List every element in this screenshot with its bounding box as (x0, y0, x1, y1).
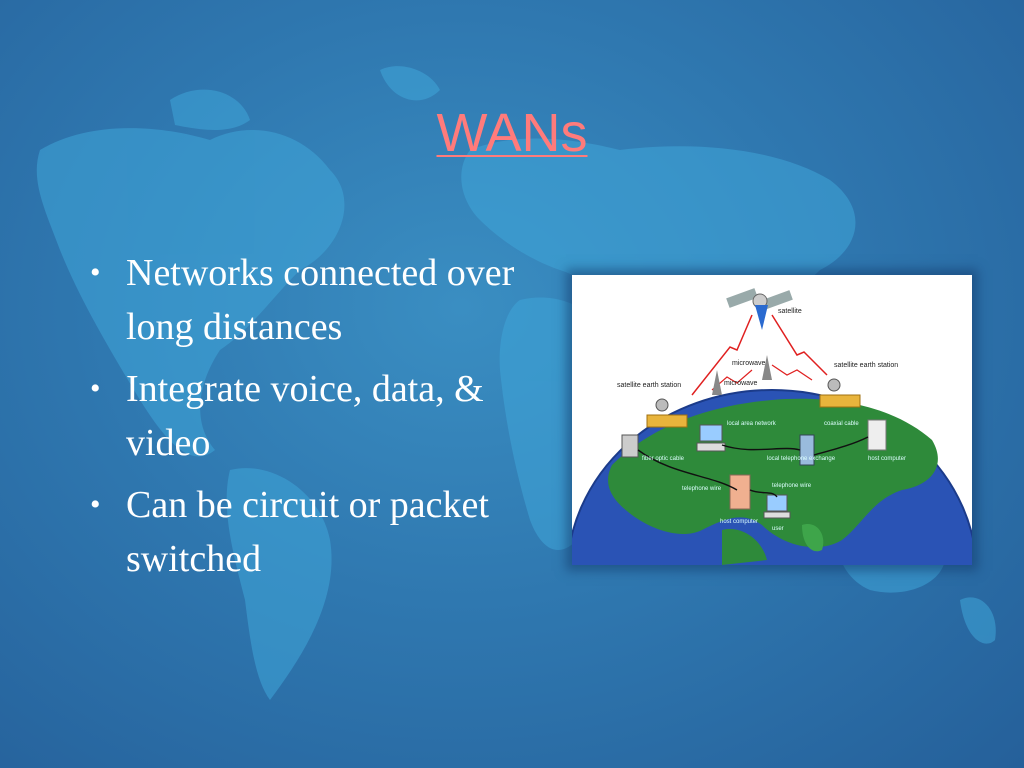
svg-text:host computer: host computer (868, 456, 906, 462)
slide-title: WANs (436, 103, 588, 163)
bullet-dot-icon: • (90, 256, 101, 289)
bullet-list: •Networks connected over long distances … (88, 246, 528, 594)
svg-text:local telephone exchange: local telephone exchange (767, 456, 836, 462)
svg-text:satellite earth station: satellite earth station (834, 362, 898, 369)
svg-text:coaxial cable: coaxial cable (824, 421, 859, 427)
bullet-dot-icon: • (90, 372, 101, 405)
bullet-dot-icon: • (90, 488, 101, 521)
microwave-tower-icon (712, 355, 772, 395)
svg-text:user: user (772, 526, 784, 532)
computer-icon (621, 419, 887, 519)
svg-text:telephone wire: telephone wire (772, 483, 812, 489)
svg-text:telephone wire: telephone wire (682, 486, 722, 492)
svg-text:host computer: host computer (720, 519, 758, 525)
svg-text:satellite earth station: satellite earth station (617, 382, 681, 389)
satellite-dish-icon (646, 378, 861, 428)
svg-text:fiber optic cable: fiber optic cable (642, 456, 685, 462)
svg-text:local area network: local area network (727, 421, 777, 427)
svg-text:microwave: microwave (732, 360, 766, 367)
land-mass (608, 398, 938, 548)
wan-diagram-svg: satellite microwave microwave satellite … (572, 288, 972, 565)
bullet-item: •Networks connected over long distances (88, 246, 528, 354)
bullet-item: •Integrate voice, data, & video (88, 362, 528, 470)
satellite-icon (726, 288, 793, 330)
bullet-item: •Can be circuit or packet switched (88, 478, 528, 586)
svg-text:satellite: satellite (778, 308, 802, 315)
wan-diagram-image: satellite microwave microwave satellite … (572, 275, 972, 565)
svg-text:microwave: microwave (724, 380, 758, 387)
